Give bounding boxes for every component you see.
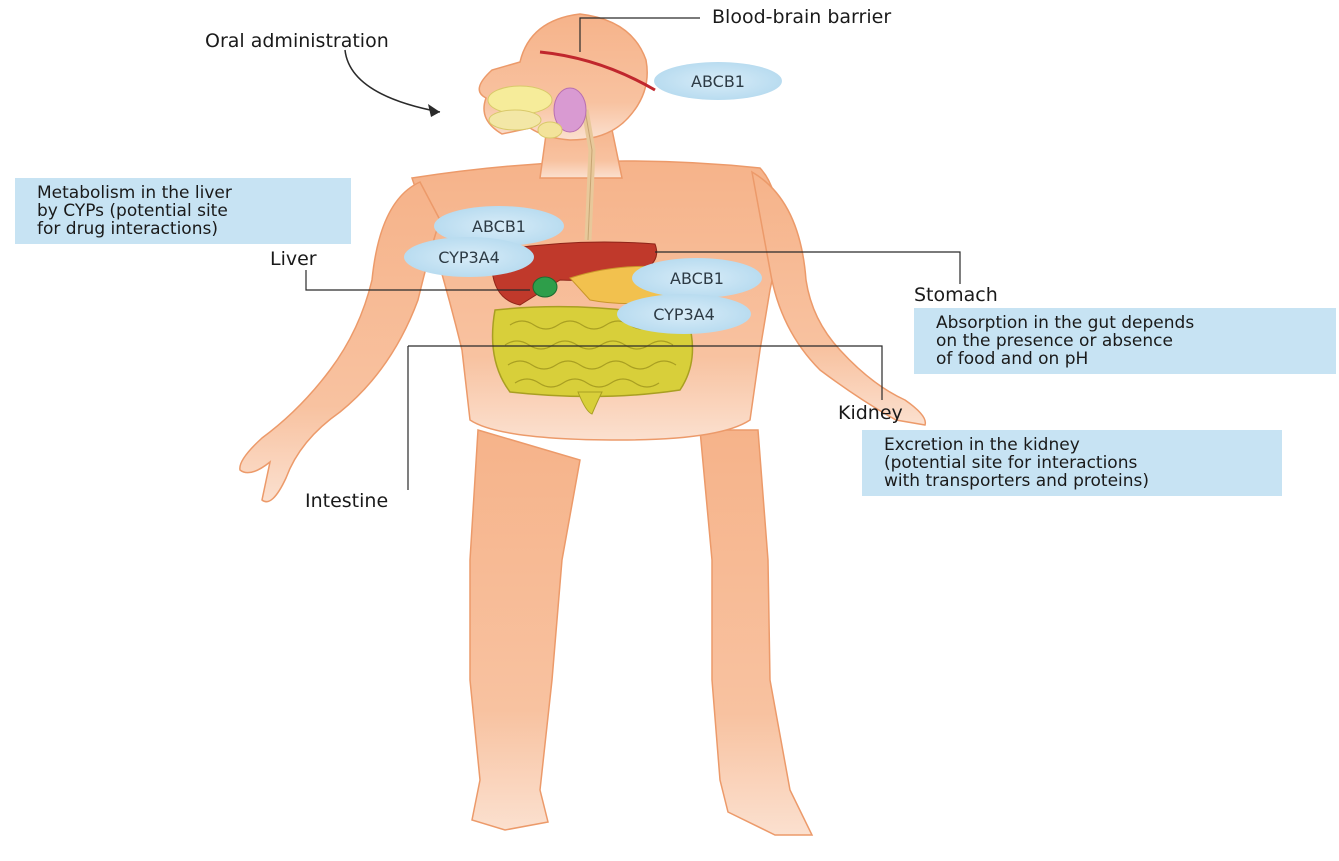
note-line: for drug interactions) — [37, 220, 341, 238]
note-line: on the presence or absence — [936, 332, 1326, 350]
gut-abcb1-marker: ABCB1 — [632, 258, 762, 298]
note-line: by CYPs (potential site — [37, 202, 341, 220]
body-silhouette — [240, 14, 926, 835]
gut-absorption-note: Absorption in the gut depends on the pre… — [914, 308, 1336, 374]
note-line: (potential site for interactions — [884, 454, 1272, 472]
intestine-label: Intestine — [305, 490, 388, 512]
brain-abcb1-marker: ABCB1 — [654, 62, 782, 100]
note-line: Metabolism in the liver — [37, 184, 341, 202]
kidney-excretion-note: Excretion in the kidney (potential site … — [862, 430, 1282, 496]
blood-brain-barrier-label: Blood-brain barrier — [712, 6, 891, 28]
liver-cyp3a4-marker: CYP3A4 — [404, 237, 534, 277]
gut-cyp3a4-marker: CYP3A4 — [617, 294, 751, 334]
liver-label: Liver — [270, 248, 317, 270]
note-line: with transporters and proteins) — [884, 472, 1272, 490]
note-line: Absorption in the gut depends — [936, 314, 1326, 332]
note-line: Excretion in the kidney — [884, 436, 1272, 454]
gallbladder — [533, 277, 557, 297]
kidney-label: Kidney — [838, 402, 903, 424]
stomach-label: Stomach — [914, 284, 998, 306]
liver-metabolism-note: Metabolism in the liver by CYPs (potenti… — [15, 178, 351, 244]
oral-arrow — [345, 50, 440, 112]
oral-administration-label: Oral administration — [205, 30, 389, 52]
note-line: of food and on pH — [936, 350, 1326, 368]
